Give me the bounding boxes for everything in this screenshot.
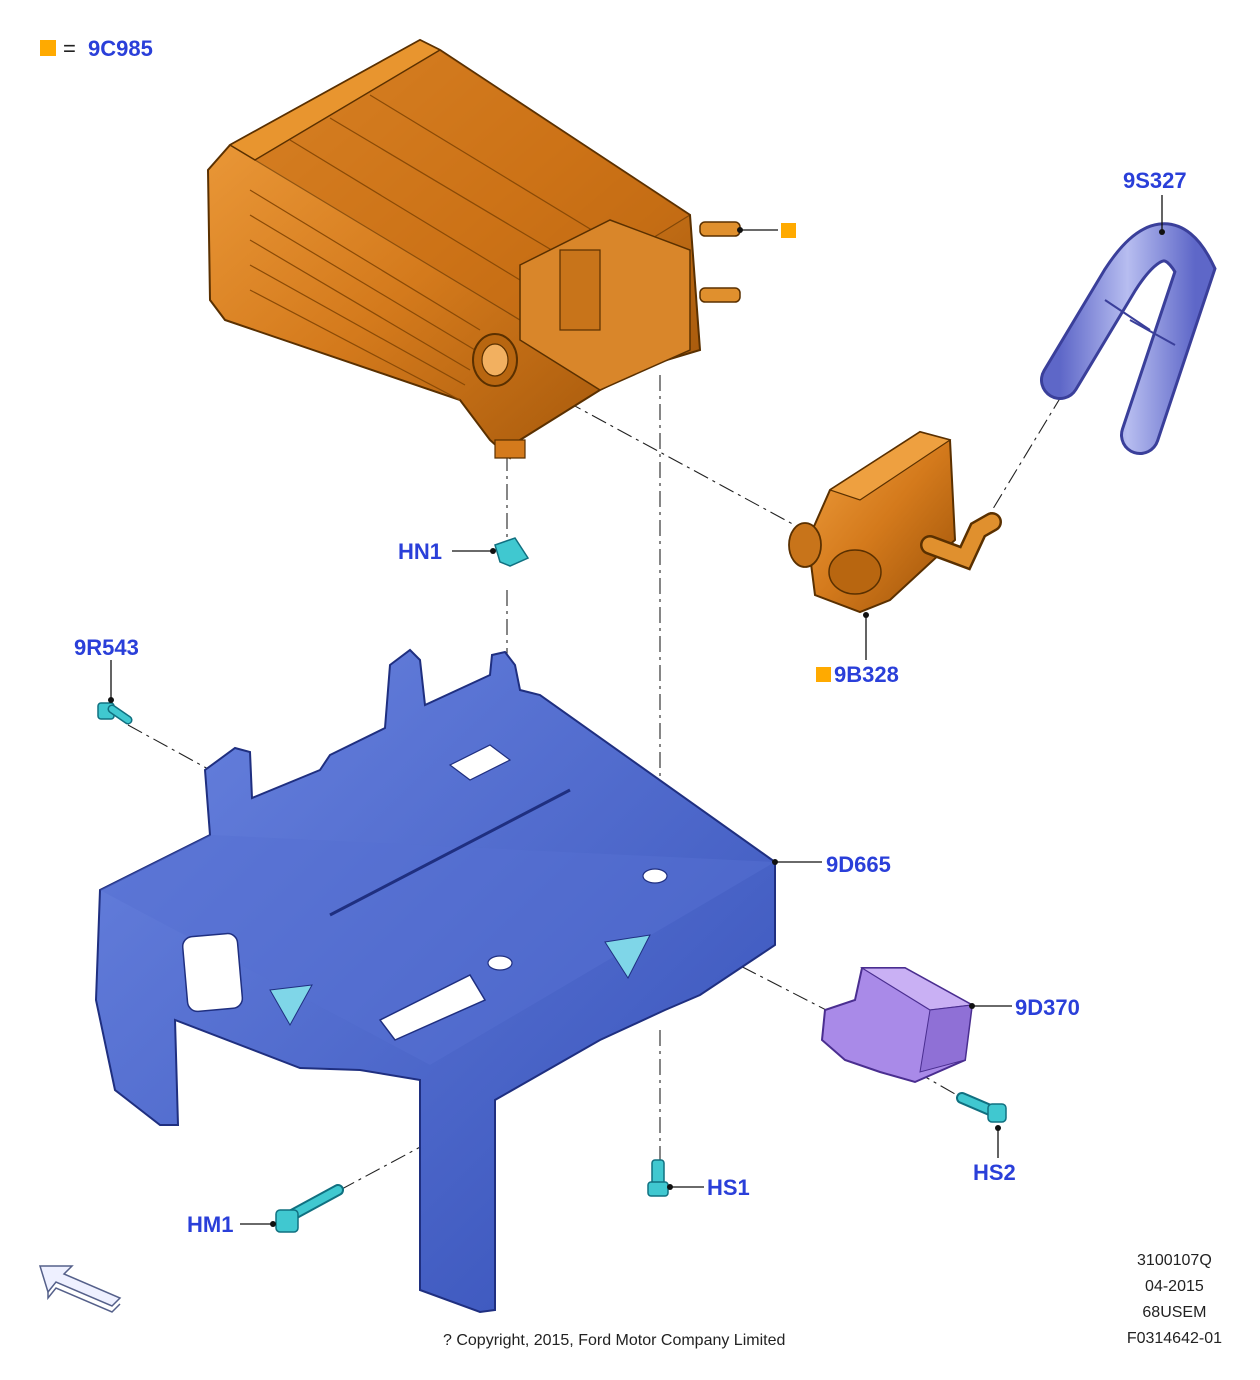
nut-hn1	[494, 537, 530, 567]
meta-line: 68USEM	[1142, 1304, 1207, 1321]
bolt-hm1	[275, 1184, 344, 1233]
direction-arrow-icon	[38, 1265, 122, 1313]
canister-9c985	[206, 38, 741, 460]
sensor-bracket-9d370	[820, 967, 974, 1084]
bolt-9r543	[97, 702, 133, 725]
meta-line: F0314642-01	[1126, 1330, 1222, 1347]
drawing-metadata: 3100107Q 04-2015 68USEM F0314642-01	[1127, 1248, 1222, 1352]
callout-hm1: HM1	[187, 1212, 233, 1237]
callout-hs2: HS2	[973, 1160, 1016, 1185]
callout-9r543: 9R543	[74, 635, 139, 660]
callout-9b328: 9B328	[834, 662, 899, 687]
bracket-9d665	[94, 648, 776, 1314]
marker-square	[816, 667, 831, 682]
legend: = 9C985	[40, 36, 153, 61]
screw-hs2	[956, 1092, 1007, 1123]
callout-9d370: 9D370	[1015, 995, 1080, 1020]
hose-9s327	[1040, 222, 1217, 455]
copyright: ? Copyright, 2015, Ford Motor Company Li…	[443, 1332, 786, 1349]
callout-hs1: HS1	[707, 1175, 750, 1200]
callout-9s327: 9S327	[1123, 168, 1187, 193]
legend-part: 9C985	[88, 36, 153, 61]
marker-square	[781, 223, 796, 238]
meta-line: 04-2015	[1145, 1278, 1204, 1295]
legend-equals: =	[63, 36, 76, 61]
leader-lines	[108, 195, 1165, 1227]
callout-9d665: 9D665	[826, 852, 891, 877]
callout-hn1: HN1	[398, 539, 442, 564]
purge-valve-9b328	[788, 430, 1002, 614]
meta-line: 3100107Q	[1137, 1252, 1212, 1269]
screw-hs1	[647, 1159, 669, 1197]
legend-swatch	[40, 40, 56, 56]
